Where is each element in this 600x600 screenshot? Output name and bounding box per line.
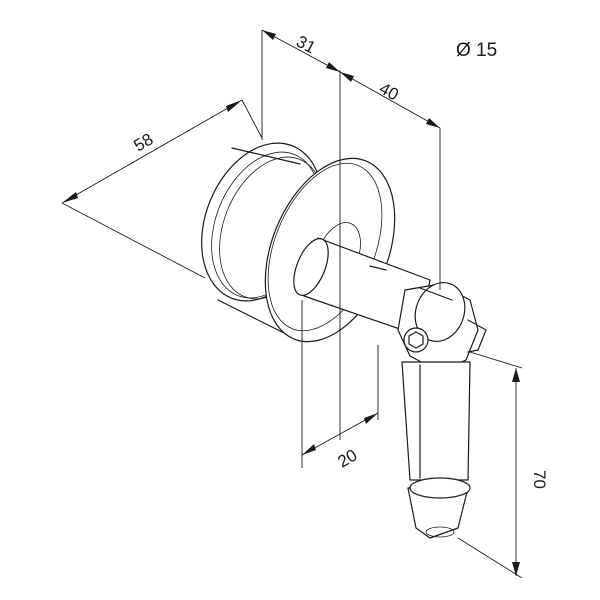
dim-20-label: 20 xyxy=(335,446,361,472)
hex-bolt xyxy=(403,327,429,353)
dim-40-label: 40 xyxy=(376,79,402,105)
dim-70: 70 xyxy=(457,351,549,579)
clevis-head xyxy=(397,282,487,373)
dim-70-label: 70 xyxy=(530,470,549,489)
lower-rod xyxy=(401,361,471,539)
dim-31-label: 31 xyxy=(293,32,319,58)
diameter-label: Ø 15 xyxy=(456,40,497,61)
dim-58: 58 xyxy=(61,99,263,279)
